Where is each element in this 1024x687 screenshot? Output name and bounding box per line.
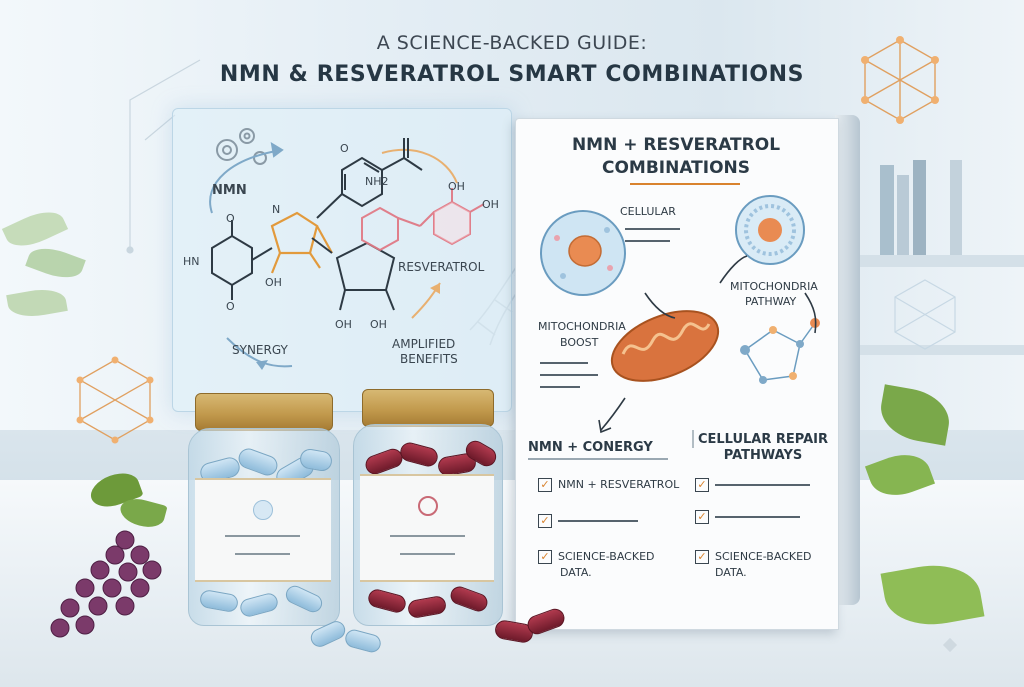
label-line xyxy=(235,553,290,555)
checklist-item: ✓ xyxy=(538,514,638,528)
molecule-diagram xyxy=(209,128,485,370)
oxygen-label: O xyxy=(226,300,235,313)
oxygen-label: O xyxy=(226,212,235,225)
mito-boost-label: BOOST xyxy=(560,336,599,349)
title-underline xyxy=(630,183,740,185)
amplified-label: AMPLIFIED xyxy=(392,337,456,351)
jar-label xyxy=(195,478,331,582)
cell-icon xyxy=(735,195,805,265)
book-spine xyxy=(913,160,926,255)
nh2-label: NH2 xyxy=(365,175,389,188)
network-graph-icon xyxy=(744,322,816,381)
checklist-label: SCIENCE-BACKED xyxy=(715,550,812,563)
label-line xyxy=(225,535,300,537)
mitochondria-icon xyxy=(610,310,720,382)
handwriting-scribble xyxy=(540,386,580,388)
cell-icon xyxy=(540,210,626,296)
handwriting-scribble xyxy=(625,228,680,230)
left-section-heading: NMN + CONERGY xyxy=(528,440,653,455)
handwriting-scribble xyxy=(625,240,670,242)
mito-boost-label: MITOCHONDRIA xyxy=(538,320,626,333)
mito-pathway-label: MITOCHONDRIA xyxy=(730,280,818,293)
background-shelf xyxy=(860,255,1024,267)
handwriting-scribble xyxy=(715,484,810,486)
oxygen-label: O xyxy=(340,142,349,155)
checklist-label: SCIENCE-BACKED xyxy=(558,550,655,563)
checklist-item: ✓ xyxy=(695,510,800,524)
book-spine xyxy=(880,165,894,255)
notebook-illustrations xyxy=(540,195,820,448)
checklist-item: ✓ SCIENCE-BACKED xyxy=(695,550,812,564)
jar-logo-icon xyxy=(253,500,273,520)
mito-pathway-label: PATHWAY xyxy=(745,295,797,308)
page-title: NMN & RESVERATROL SMART COMBINATIONS xyxy=(219,62,805,87)
book-spine xyxy=(950,160,962,255)
oh-label: OH xyxy=(370,318,387,331)
notebook-page-edge xyxy=(835,115,860,605)
section-underline xyxy=(528,458,668,460)
oh-label: OH xyxy=(265,276,282,289)
jar-logo-icon xyxy=(418,496,438,516)
molecule-glass-panel xyxy=(172,108,512,412)
checklist-item: ✓ SCIENCE-BACKED xyxy=(538,550,655,564)
label-line xyxy=(390,535,465,537)
synergy-label: SYNERGY xyxy=(232,343,288,357)
oh-label: OH xyxy=(482,198,499,211)
jar-label xyxy=(360,474,494,582)
background-shelf xyxy=(860,345,1024,355)
oh-label: OH xyxy=(335,318,352,331)
checkmark-icon: ✓ xyxy=(538,514,552,528)
checklist-item: ✓ xyxy=(695,478,810,492)
checklist-label: NMN + RESVERATROL xyxy=(558,478,680,491)
benefits-label: BENEFITS xyxy=(400,352,458,366)
cellular-label: CELLULAR xyxy=(620,205,676,218)
handwriting-scribble xyxy=(540,374,598,376)
handwriting-scribble xyxy=(540,362,588,364)
book-spine xyxy=(897,175,909,255)
handwriting-scribble xyxy=(715,516,800,518)
gear-icon xyxy=(216,128,267,165)
jar-lid xyxy=(362,389,494,427)
oh-label: OH xyxy=(448,180,465,193)
resveratrol-label: RESVERATROL xyxy=(398,260,485,274)
page-subtitle: A SCIENCE-BACKED GUIDE: xyxy=(376,32,648,54)
right-section-heading: PATHWAYS xyxy=(723,448,803,463)
notebook-title: NMN + RESVERATROL xyxy=(571,135,781,155)
right-section-heading: CELLULAR REPAIR xyxy=(697,432,829,447)
grapes-icon xyxy=(50,530,162,638)
hn-label: HN xyxy=(183,255,200,268)
label-line xyxy=(400,553,455,555)
checklist-item: ✓ NMN + RESVERATROL xyxy=(538,478,679,492)
handwriting-scribble xyxy=(558,520,638,522)
nmn-label: NMN xyxy=(212,183,247,198)
hexagon-molecule-icon xyxy=(864,39,936,121)
checklist-label: DATA. xyxy=(560,566,592,579)
nitrogen-label: N xyxy=(272,203,281,216)
checkmark-icon: ✓ xyxy=(538,550,552,564)
checkmark-icon: ✓ xyxy=(538,478,552,492)
checklist-label: DATA. xyxy=(715,566,747,579)
notebook-title: COMBINATIONS xyxy=(601,158,751,178)
checkmark-icon: ✓ xyxy=(695,550,709,564)
jar-lid xyxy=(195,393,333,431)
checkmark-icon: ✓ xyxy=(695,478,709,492)
checkmark-icon: ✓ xyxy=(695,510,709,524)
